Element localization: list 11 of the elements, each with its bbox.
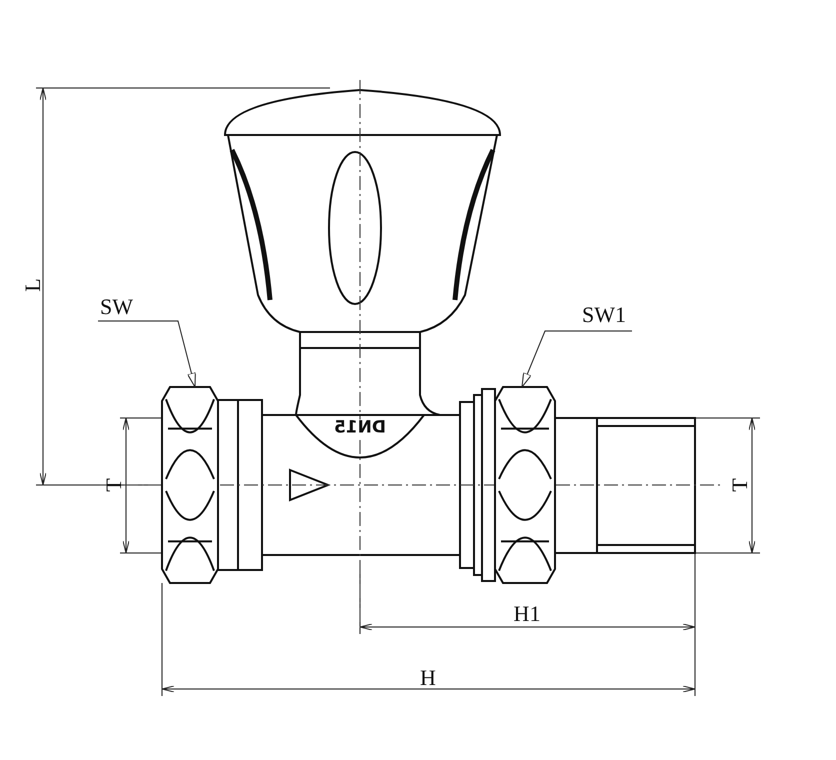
part-label: SW — [100, 296, 133, 318]
hex-nut-drawing — [161, 386, 219, 584]
dimension-label: T — [103, 478, 125, 492]
part-label: SW1 — [582, 304, 626, 326]
dimension-label: T — [729, 478, 751, 492]
dimension-label: H — [420, 667, 436, 689]
hex-nut-drawing — [494, 386, 556, 584]
dimension-label: L — [22, 278, 44, 292]
dimension-label: H1 — [514, 603, 540, 625]
leader-line — [522, 330, 632, 388]
leader-line — [98, 320, 196, 388]
